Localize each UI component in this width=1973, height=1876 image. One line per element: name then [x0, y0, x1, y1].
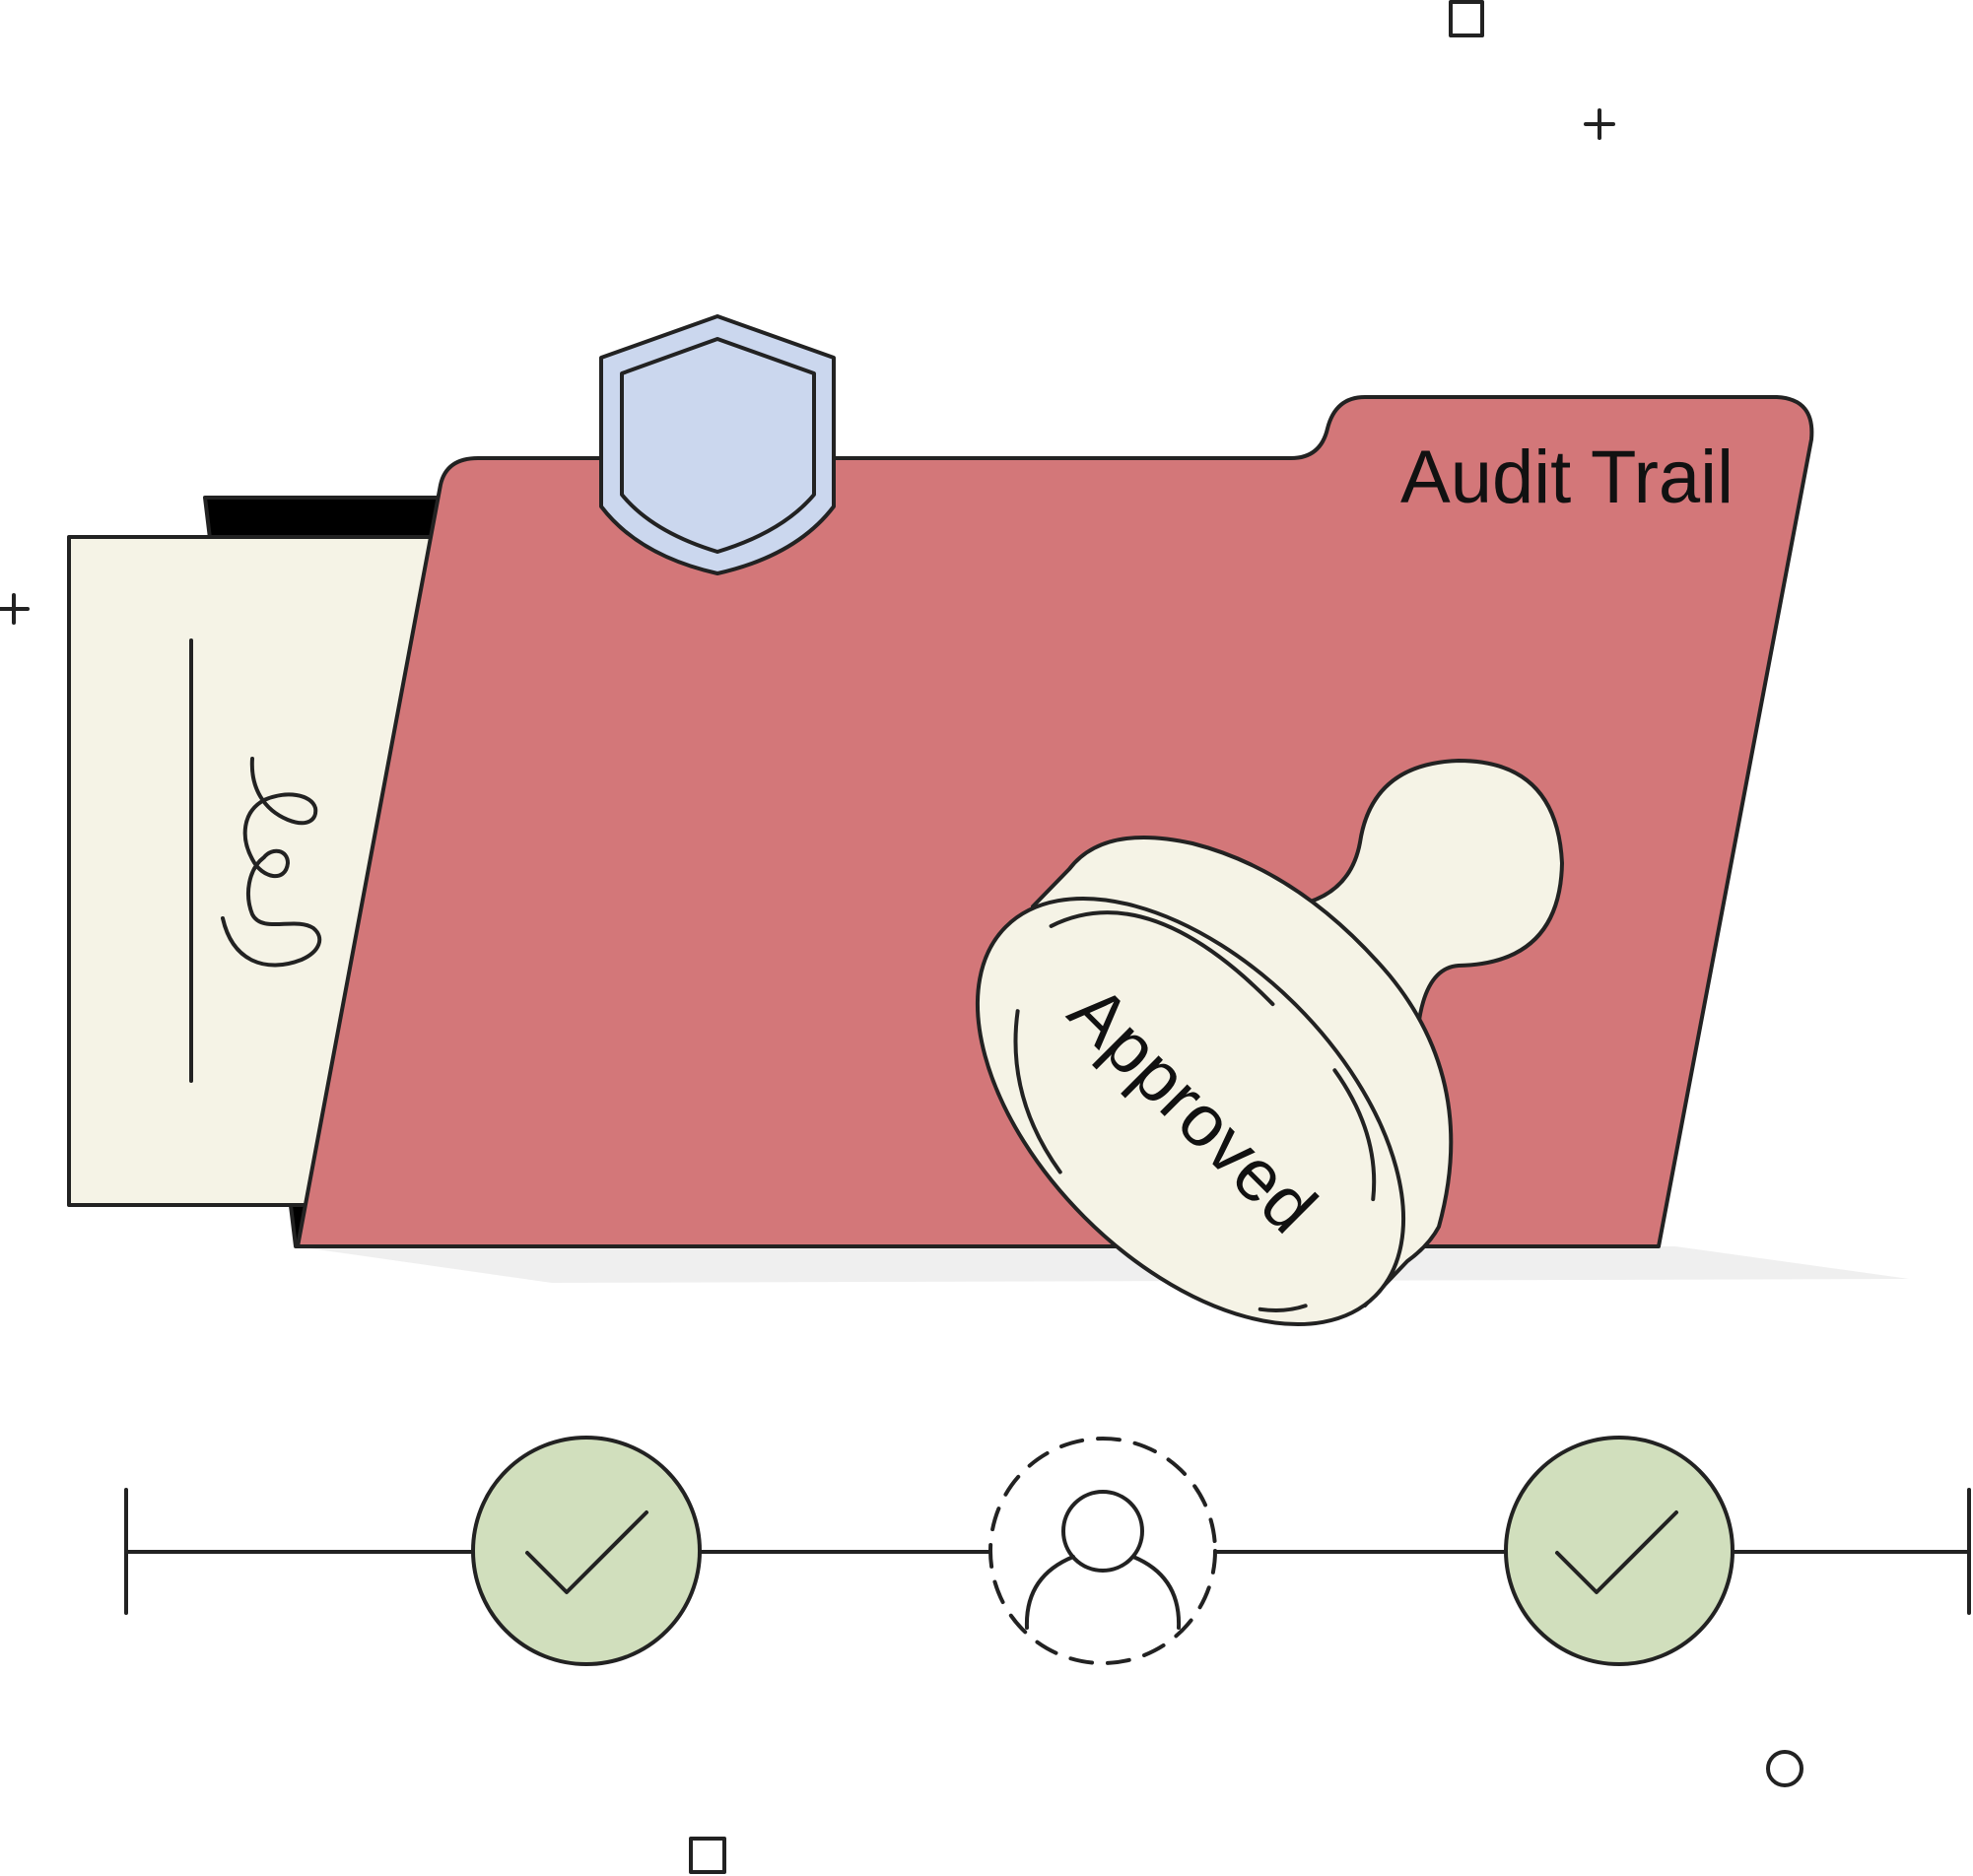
folder-body	[296, 395, 1814, 1248]
decor-square-top	[1449, 0, 1484, 37]
approved-stamp: Approved	[975, 759, 1564, 1327]
decor-circle-bottom-right	[1766, 1750, 1803, 1787]
decor-plus-left	[0, 593, 30, 625]
folder-tab-label: Audit Trail	[1400, 436, 1734, 519]
signature-scribble	[221, 757, 322, 968]
decor-plus-top-right	[1584, 108, 1615, 140]
timeline-step-pending	[988, 1437, 1217, 1665]
timeline-step-complete	[471, 1436, 702, 1666]
stamp-handle	[1289, 759, 1564, 1076]
approval-timeline	[124, 1436, 1971, 1666]
decorations	[0, 0, 1803, 1874]
checkmark-icon	[1555, 1510, 1678, 1594]
stamp-face	[975, 896, 1406, 1327]
folder-shadow	[296, 1246, 1909, 1283]
checkmark-icon	[525, 1510, 648, 1594]
shield-icon	[599, 314, 836, 575]
decor-square-bottom	[689, 1837, 726, 1874]
user-icon	[1024, 1490, 1182, 1630]
timeline-step-complete	[1504, 1436, 1735, 1666]
